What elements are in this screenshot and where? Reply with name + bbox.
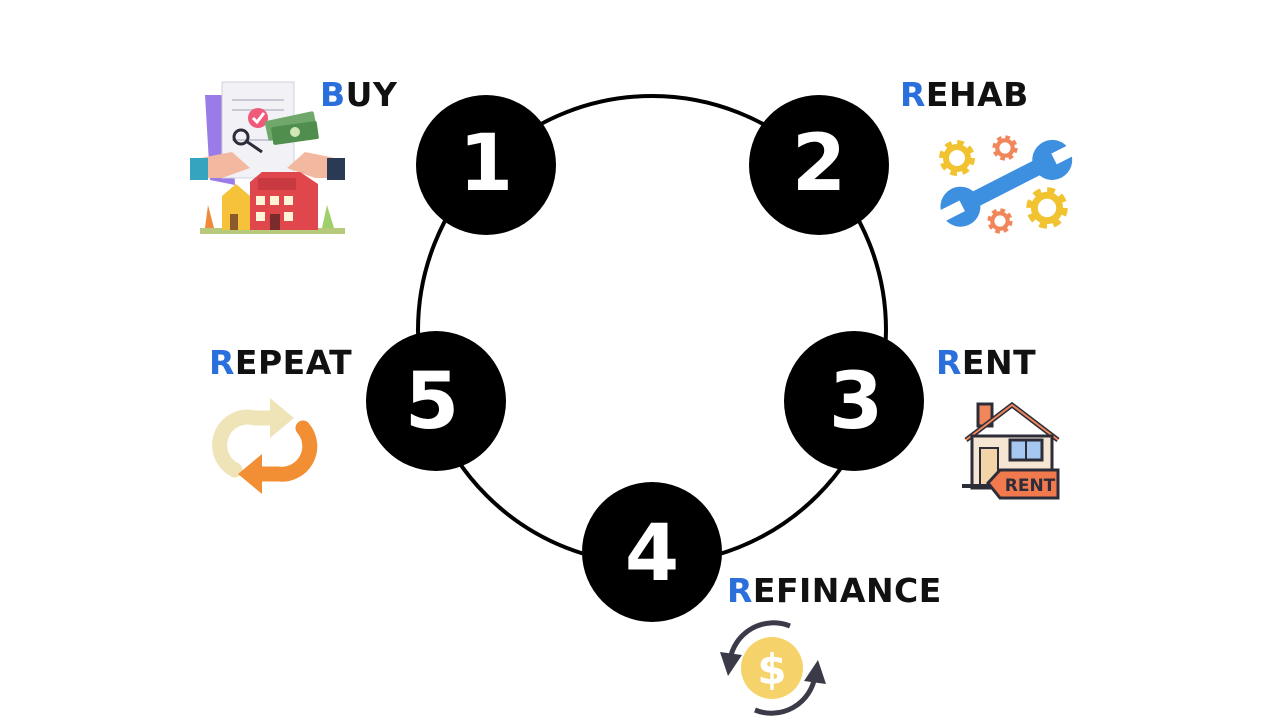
label-rest: EHAB <box>925 75 1029 114</box>
step-number-3: 3 <box>829 357 883 447</box>
label-rest: ENT <box>961 343 1037 382</box>
step-label-repeat: REPEAT <box>209 346 352 379</box>
label-rest: UY <box>345 75 398 114</box>
label-rest: EPEAT <box>234 343 353 382</box>
step-node-5: 5 <box>366 331 506 471</box>
step-label-refinance: REFINANCE <box>727 574 942 607</box>
step-number-5: 5 <box>405 357 459 447</box>
step-number-2: 2 <box>792 119 846 209</box>
step-label-buy: BUY <box>320 78 397 111</box>
step-node-1: 1 <box>416 95 556 235</box>
step-node-2: 2 <box>749 95 889 235</box>
label-initial: B <box>320 75 346 114</box>
wrench-gears-icon <box>934 131 1077 233</box>
rent-sign-text: RENT <box>1005 476 1056 496</box>
house-purchase-icon <box>190 81 345 234</box>
dollar-sign-text: $ <box>757 645 786 694</box>
step-label-rent: RENT <box>936 346 1036 379</box>
step-label-rehab: REHAB <box>900 78 1029 111</box>
label-rest: EFINANCE <box>752 571 942 610</box>
step-node-4: 4 <box>582 482 722 622</box>
step-node-3: 3 <box>784 331 924 471</box>
dollar-refresh-icon: $ <box>720 620 826 716</box>
label-initial: R <box>209 343 235 382</box>
step-number-4: 4 <box>625 509 679 599</box>
label-initial: R <box>900 75 926 114</box>
repeat-arrows-icon <box>212 398 318 494</box>
step-number-1: 1 <box>459 119 513 209</box>
label-initial: R <box>936 343 962 382</box>
label-initial: R <box>727 571 753 610</box>
house-rent-icon: RENT <box>962 401 1060 500</box>
